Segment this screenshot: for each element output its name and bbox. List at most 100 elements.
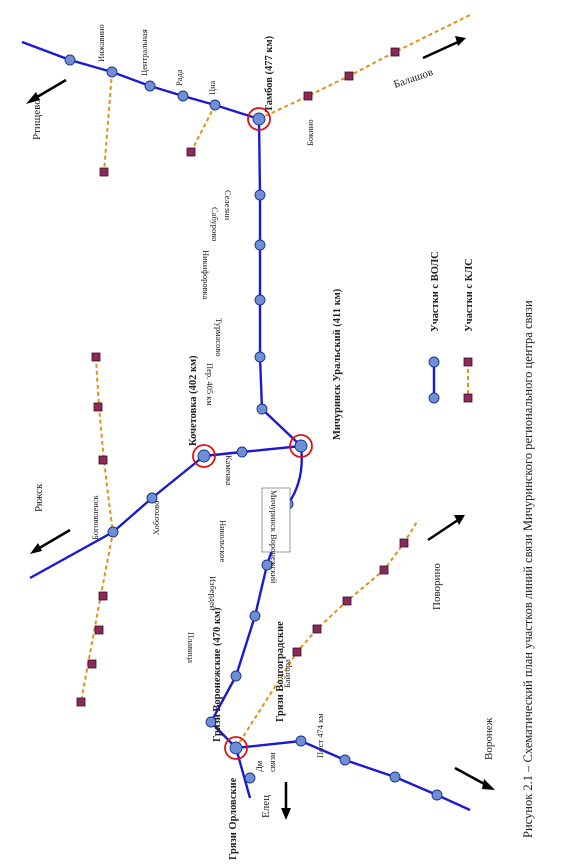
- station-node: [431, 789, 443, 801]
- station-label-saburovo: Сабурово: [210, 207, 220, 241]
- station-node-tsna: [209, 99, 221, 111]
- station-label-tsna: Цна: [207, 80, 217, 95]
- station-label-baygora: Байгора: [282, 659, 292, 688]
- vols-kochetovka-ryazhsk: [29, 455, 205, 580]
- arrow-povorino-icon: [427, 515, 465, 542]
- station-label-tsentralnaya: Центральная: [139, 29, 149, 76]
- hub-label-tambov: Тамбов (477 км): [264, 35, 275, 112]
- station-label-nikolskoe: Никольское: [218, 520, 228, 562]
- kls-node: [186, 147, 196, 157]
- station-node-nikolskoe: [261, 559, 273, 571]
- kls-node: [344, 71, 354, 81]
- kls-node: [312, 624, 322, 634]
- hub-label-gryazi-orl: Грязи Орловские: [228, 777, 239, 860]
- direction-label-ryazhsk: Ряжск: [33, 483, 45, 512]
- station-label-plavitsa: Плавица: [186, 632, 196, 663]
- station-node-405: [256, 403, 268, 415]
- station-label-turmasovo: Турмасово: [214, 318, 224, 356]
- vols-nodes: [64, 54, 443, 801]
- legend: Участки с ВОЛС Участки с КЛС: [428, 251, 475, 404]
- kls-node: [99, 167, 109, 177]
- kls-node: [379, 565, 389, 575]
- station-node: [205, 716, 217, 728]
- station-label-405: Пер. 405 км: [205, 363, 215, 406]
- legend-kls-label: Участки с КЛС: [464, 258, 475, 332]
- direction-label-voronezh: Воронеж: [483, 717, 495, 760]
- station-label-izberdey: Избердей: [208, 576, 218, 611]
- station-node-post474: [295, 735, 307, 747]
- direction-label-elets: Елец: [260, 795, 272, 818]
- kls-node: [303, 91, 313, 101]
- kls-node: [399, 538, 409, 548]
- direction-label-balashov: Балашов: [392, 66, 435, 91]
- kls-node: [98, 455, 108, 465]
- station-node-plavitsa: [230, 670, 242, 682]
- station-label-bokino: Бокино: [305, 119, 315, 146]
- station-node: [64, 54, 76, 66]
- station-node: [339, 754, 351, 766]
- station-node-turmasovo: [254, 351, 266, 363]
- station-label-dm: Дм: [254, 760, 264, 772]
- hub-ring-michurinsk: [289, 434, 313, 458]
- figure-caption: Рисунок 2.1 – Схематический план участко…: [521, 300, 535, 838]
- kls-node: [94, 625, 104, 635]
- vols-michurinsk-gryazi: [209, 445, 303, 749]
- legend-vols: Участки с ВОЛС: [428, 251, 441, 404]
- kls-nodes: [76, 47, 409, 707]
- kls-node: [91, 352, 101, 362]
- station-node-izberdey: [249, 610, 261, 622]
- station-node-bogoyavlensk: [107, 526, 119, 538]
- kls-node: [342, 596, 352, 606]
- legend-vols-label: Участки с ВОЛС: [430, 251, 441, 332]
- station-label-inzhavino: Инжавино: [96, 24, 106, 62]
- station-label-kamenka: Каменка: [224, 455, 234, 486]
- hub-ring-gryazi: [224, 736, 248, 760]
- station-node: [144, 80, 156, 92]
- arrow-voronezh-icon: [454, 766, 495, 790]
- station-node-saburovo: [254, 239, 266, 251]
- kls-balashov: [258, 14, 471, 120]
- station-label-michurinsk-vor-box: Мичуринск Воронежский: [261, 487, 291, 584]
- station-node-michurinsk: [294, 439, 308, 453]
- kls-inzhavino: [103, 71, 113, 173]
- hub-label-michurinsk: Мичуринск Уральский (411 км): [332, 288, 343, 440]
- legend-kls: Участки с КЛС: [463, 258, 475, 403]
- station-label-svyazi: связи: [267, 752, 277, 772]
- direction-label-povorino: Поворино: [431, 563, 443, 610]
- station-node-elets: [244, 772, 256, 784]
- station-node-inzhavino: [106, 66, 118, 78]
- station-node-kamenka: [236, 446, 248, 458]
- arrow-ryazhsk-icon: [30, 528, 71, 554]
- vols-tambov-michurinsk: [257, 118, 302, 447]
- station-label-post474: Пост 474 км: [315, 713, 325, 758]
- hub-rings: [192, 107, 313, 760]
- hub-ring-tambov: [247, 107, 271, 131]
- hub-ring-kochetovka: [192, 444, 216, 468]
- station-label-selezni: Селезни: [223, 190, 233, 221]
- kls-node: [87, 659, 97, 669]
- station-label-bogoyavlensk: Богоявленск: [90, 494, 100, 540]
- kls-tsna: [190, 104, 216, 153]
- kls-node: [390, 47, 400, 57]
- hub-label-gryazi-volg: Грязи Волгоградские: [275, 621, 286, 722]
- hub-label-kochetovka: Кочетовка (402 км): [188, 355, 199, 446]
- station-node-nikiforovka: [254, 294, 266, 306]
- station-node-gryazi: [229, 741, 243, 755]
- station-node-selezni: [254, 189, 266, 201]
- arrow-rtishchevo-icon: [26, 78, 67, 104]
- hub-label-gryazi-vor: Грязи Воронежские (470 км): [212, 607, 223, 742]
- vols-gryazi-elets: [234, 747, 252, 799]
- arrow-balashov-icon: [422, 36, 466, 60]
- station-label-nikiforovka: Никифоровка: [201, 250, 211, 300]
- vols-lines: [21, 40, 471, 812]
- station-label-michurinsk-vor: Мичуринск Воронежский: [269, 490, 279, 584]
- kls-node: [93, 402, 103, 412]
- vols-gryazi-voronezh: [235, 739, 471, 812]
- direction-label-rtishchevo: Ртищево: [31, 99, 43, 140]
- station-node-rada: [177, 90, 189, 102]
- kls-node: [76, 697, 86, 707]
- direction-arrows: [26, 36, 495, 820]
- station-node-kochetovka: [197, 449, 211, 463]
- station-node: [389, 771, 401, 783]
- arrow-elets-icon: [281, 782, 291, 820]
